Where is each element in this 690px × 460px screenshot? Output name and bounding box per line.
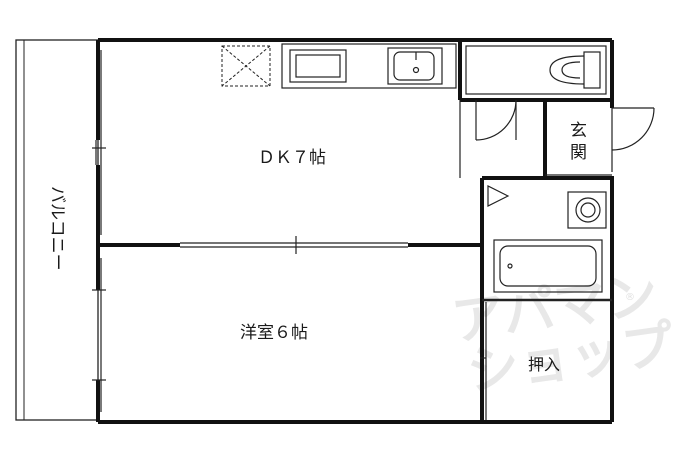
room-label-balcony: バルコニー <box>47 186 67 271</box>
kitchen-counter <box>281 43 457 89</box>
watermark-mark: ® <box>625 292 635 303</box>
watermark-logo: アパマン ショップ ® <box>448 265 677 403</box>
room-label-dk: ＤＫ７帖 <box>258 148 326 168</box>
room-label-genkan-bottom: 関 <box>570 143 587 163</box>
bathroom <box>487 185 607 293</box>
dk-corridor-door <box>475 99 517 141</box>
room-label-oshiire: 押入 <box>528 355 560 374</box>
room-label-genkan-top: 玄 <box>570 121 587 141</box>
toilet <box>465 45 607 95</box>
interior-lines <box>92 50 612 420</box>
entrance-door <box>611 107 655 172</box>
outer-walls <box>96 38 614 424</box>
refrigerator-space <box>221 45 271 87</box>
room-label-yoshitsu: 洋室６帖 <box>240 323 308 343</box>
